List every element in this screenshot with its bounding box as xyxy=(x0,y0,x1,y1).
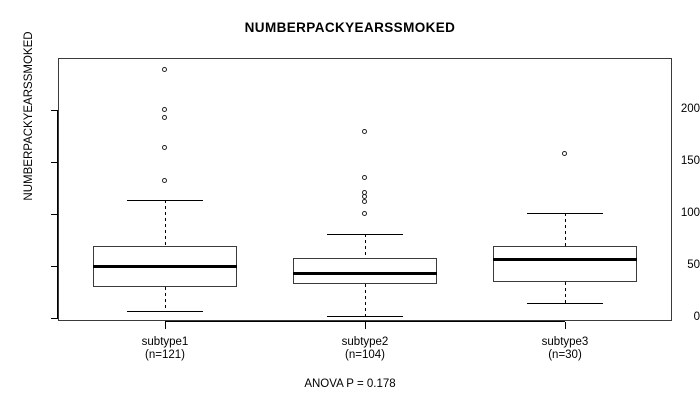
anova-annotation: ANOVA P = 0.178 xyxy=(304,378,396,390)
y-tick-label-50: 50 xyxy=(687,259,700,271)
median-subtype1 xyxy=(93,265,237,268)
y-tick-label-100: 100 xyxy=(680,207,700,219)
lower-whisker-subtype3 xyxy=(565,281,566,304)
upper-whisker-subtype1 xyxy=(165,200,166,247)
box-subtype2 xyxy=(293,257,437,284)
x-label-subtype3-count: (n=30) xyxy=(548,349,582,361)
x-axis-line xyxy=(165,321,565,322)
outlier-point-subtype2 xyxy=(362,128,367,134)
outlier-point-subtype1 xyxy=(162,67,167,73)
upper-cap-subtype3 xyxy=(527,212,603,214)
x-label-subtype1: subtype1 (n=121) xyxy=(85,336,245,362)
outlier-point-subtype1 xyxy=(162,177,167,183)
median-subtype2 xyxy=(293,272,437,276)
lower-whisker-subtype2 xyxy=(365,283,366,316)
outlier-point-subtype3 xyxy=(562,150,567,156)
outlier-point-subtype2 xyxy=(362,174,367,180)
upper-cap-subtype2 xyxy=(327,233,403,235)
x-label-subtype2: subtype2 (n=104) xyxy=(285,336,445,362)
x-tick-subtype3 xyxy=(565,322,566,329)
upper-whisker-subtype2 xyxy=(365,233,366,258)
x-tick-subtype1 xyxy=(165,322,166,329)
outlier-point-subtype1 xyxy=(162,115,167,121)
box-subtype3 xyxy=(493,246,637,282)
x-label-subtype1-name: subtype1 xyxy=(141,336,189,348)
outlier-point-subtype2 xyxy=(362,190,367,196)
y-tick-label-150: 150 xyxy=(680,155,700,167)
outlier-point-subtype2 xyxy=(362,198,367,204)
y-tick-label-0: 0 xyxy=(693,311,700,323)
x-label-subtype3-name: subtype3 xyxy=(541,336,589,348)
y-tick-0 xyxy=(51,318,58,319)
y-tick-150 xyxy=(51,162,58,163)
median-subtype3 xyxy=(493,257,637,261)
lower-cap-subtype1 xyxy=(127,310,203,312)
chart-title: NUMBERPACKYEARSSMOKED xyxy=(244,20,456,35)
y-tick-50 xyxy=(51,266,58,267)
lower-whisker-subtype1 xyxy=(165,286,166,311)
x-label-subtype1-count: (n=121) xyxy=(145,349,185,361)
outlier-point-subtype1 xyxy=(162,107,167,112)
x-tick-subtype2 xyxy=(365,322,366,329)
y-tick-100 xyxy=(51,214,58,215)
upper-whisker-subtype3 xyxy=(565,212,566,247)
outlier-point-subtype2 xyxy=(362,211,367,216)
outlier-point-subtype1 xyxy=(162,145,167,151)
lower-cap-subtype2 xyxy=(327,315,403,317)
upper-cap-subtype1 xyxy=(127,200,203,202)
x-label-subtype2-name: subtype2 xyxy=(341,336,389,348)
x-label-subtype3: subtype3 (n=30) xyxy=(485,336,645,362)
y-tick-label-200: 200 xyxy=(680,103,700,115)
lower-cap-subtype3 xyxy=(527,303,603,305)
y-tick-200 xyxy=(51,110,58,111)
plot-frame xyxy=(58,58,672,321)
x-label-subtype2-count: (n=104) xyxy=(345,349,385,361)
